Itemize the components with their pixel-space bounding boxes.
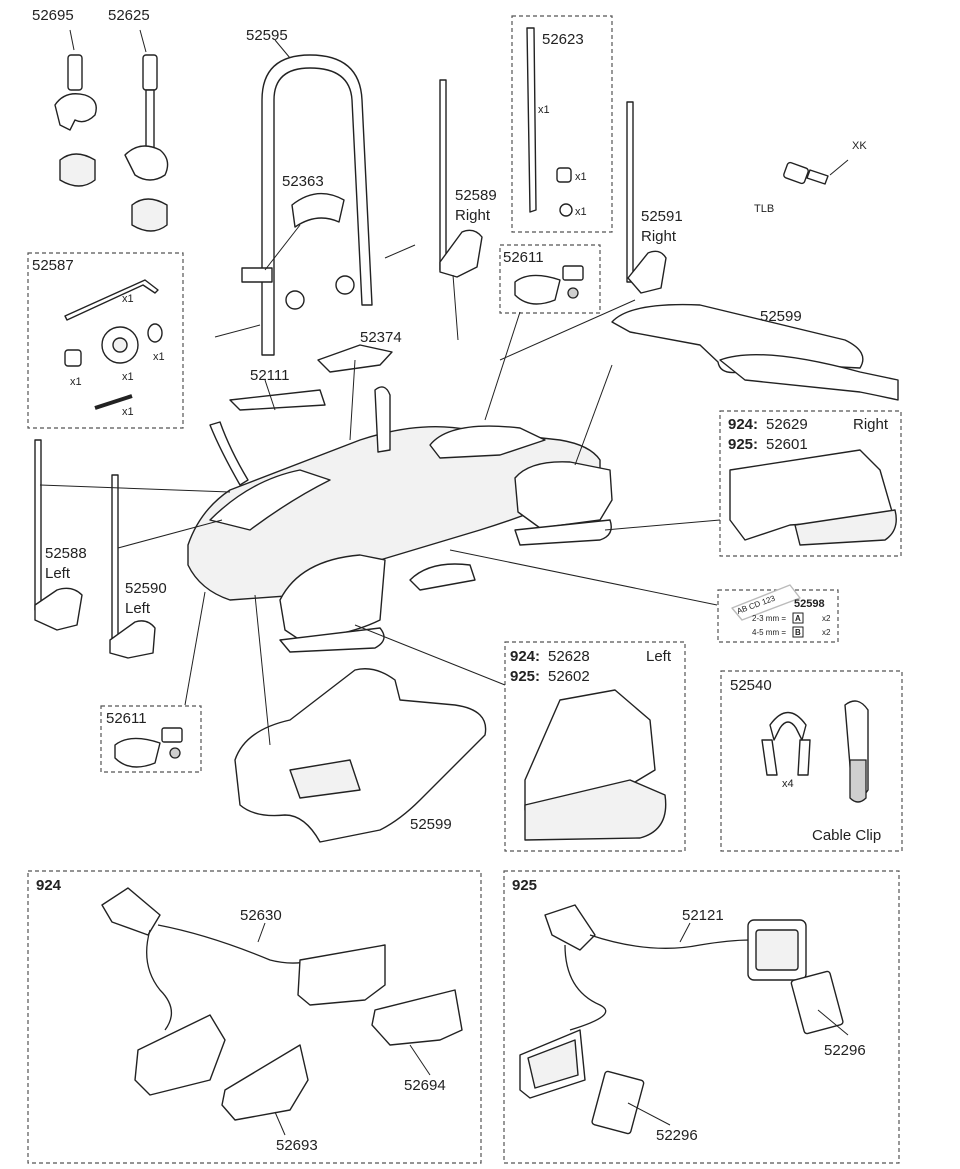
qty-52587-knob: x1 (122, 371, 134, 383)
label-52625: 52625 (108, 7, 150, 24)
plate-row2-qty: x2 (822, 628, 831, 637)
part-52611-top-foot (514, 265, 584, 305)
plate-row2-label: 4-5 mm = (752, 628, 786, 637)
part-52695-arm-clamp (54, 29, 97, 187)
label-52111: 52111 (250, 367, 290, 384)
part-52599-top-wheel-tray (611, 303, 899, 401)
label-52374: 52374 (360, 329, 402, 346)
box-52611-top (499, 244, 601, 314)
label-52363: 52363 (282, 173, 324, 190)
qty-52587-bolt: x1 (122, 406, 134, 418)
plate-row2-key: B (795, 628, 801, 637)
part-52589-right-arm (439, 79, 483, 278)
box-right-light (719, 410, 902, 557)
right-light-side: Right (853, 416, 889, 433)
part-52611-bottom-foot (114, 727, 183, 768)
left-light-model-925: 925: (510, 668, 540, 685)
part-52588-left-arm (34, 439, 83, 631)
label-cable-clip: Cable Clip (812, 827, 881, 844)
plate-key-b-box (792, 626, 804, 638)
label-52540: 52540 (730, 677, 772, 694)
label-52611-bottom: 52611 (106, 710, 147, 727)
plate-row1-label: 2-3 mm = (752, 614, 786, 623)
label-52599-bottom: 52599 (410, 816, 452, 833)
label-52296-left: 52296 (656, 1127, 698, 1144)
box-52623 (511, 15, 613, 233)
kit-924-title: 924 (36, 877, 62, 894)
box-left-light (504, 641, 686, 852)
right-light-model-924: 924: (728, 416, 758, 433)
label-52695: 52695 (32, 7, 74, 24)
left-light-side: Left (646, 648, 672, 665)
label-52630: 52630 (240, 907, 282, 924)
box-52611-bottom (100, 705, 202, 773)
part-52599-bottom-wheel-tray (234, 668, 487, 843)
left-light-model-924: 924: (510, 648, 540, 665)
label-52589: 52589 (455, 187, 497, 204)
left-light-part-52602: 52602 (548, 668, 590, 685)
label-52694: 52694 (404, 1077, 446, 1094)
box-52587 (27, 252, 184, 429)
qty-52587-washer: x1 (153, 351, 165, 363)
part-52625-arm-clamp (124, 29, 169, 232)
label-52588-side: Left (45, 565, 71, 582)
kit-924-parts (101, 887, 463, 1121)
part-52591-right-arm (626, 101, 667, 294)
label-52611-top: 52611 (503, 249, 544, 266)
part-52540-cable-clip (761, 700, 869, 803)
label-52587: 52587 (32, 257, 74, 274)
label-tlb: TLB (754, 203, 774, 215)
plate-row1-key: A (795, 614, 801, 623)
plate-row1-qty: x2 (822, 614, 831, 623)
kit-925-title: 925 (512, 877, 537, 894)
label-52623: 52623 (542, 31, 584, 48)
left-light-part-52628: 52628 (548, 648, 590, 665)
box-kit-925 (503, 870, 900, 1164)
part-52587-hardware (64, 279, 163, 410)
qty-52623-nut: x1 (575, 171, 587, 183)
part-right-light-housing (729, 449, 897, 546)
label-52591-side: Right (641, 228, 677, 245)
label-52591: 52591 (641, 208, 683, 225)
part-left-light-housing (524, 689, 667, 841)
kit-925-parts (519, 904, 844, 1135)
plate-key-a-box (792, 612, 804, 624)
qty-52587-spacer: x1 (70, 376, 82, 388)
part-lock-key (783, 159, 849, 185)
label-52590-side: Left (125, 600, 151, 617)
label-52693: 52693 (276, 1137, 318, 1154)
box-52540 (720, 670, 903, 852)
right-light-part-52629: 52629 (766, 416, 808, 433)
main-carrier-body (187, 344, 613, 653)
label-52588: 52588 (45, 545, 87, 562)
label-xk: XK (852, 140, 867, 152)
label-52590: 52590 (125, 580, 167, 597)
part-52595-foldable-frame (214, 39, 416, 356)
qty-52623-washer: x1 (575, 206, 587, 218)
right-light-part-52601: 52601 (766, 436, 808, 453)
leader-lines (39, 224, 849, 1136)
qty-52540: x4 (782, 778, 794, 790)
label-52599-top: 52599 (760, 308, 802, 325)
label-52121: 52121 (682, 907, 724, 924)
part-52590-left-arm (109, 474, 156, 659)
box-kit-924 (27, 870, 482, 1164)
label-52598: 52598 (794, 598, 825, 610)
label-52595: 52595 (246, 27, 288, 44)
license-plate-sketch: AB CD 123 (731, 584, 801, 621)
part-52623-strap (526, 27, 573, 217)
right-light-model-925: 925: (728, 436, 758, 453)
label-52589-side: Right (455, 207, 491, 224)
label-52296-right: 52296 (824, 1042, 866, 1059)
qty-52587-key: x1 (122, 293, 134, 305)
qty-52623-strap: x1 (538, 104, 550, 116)
